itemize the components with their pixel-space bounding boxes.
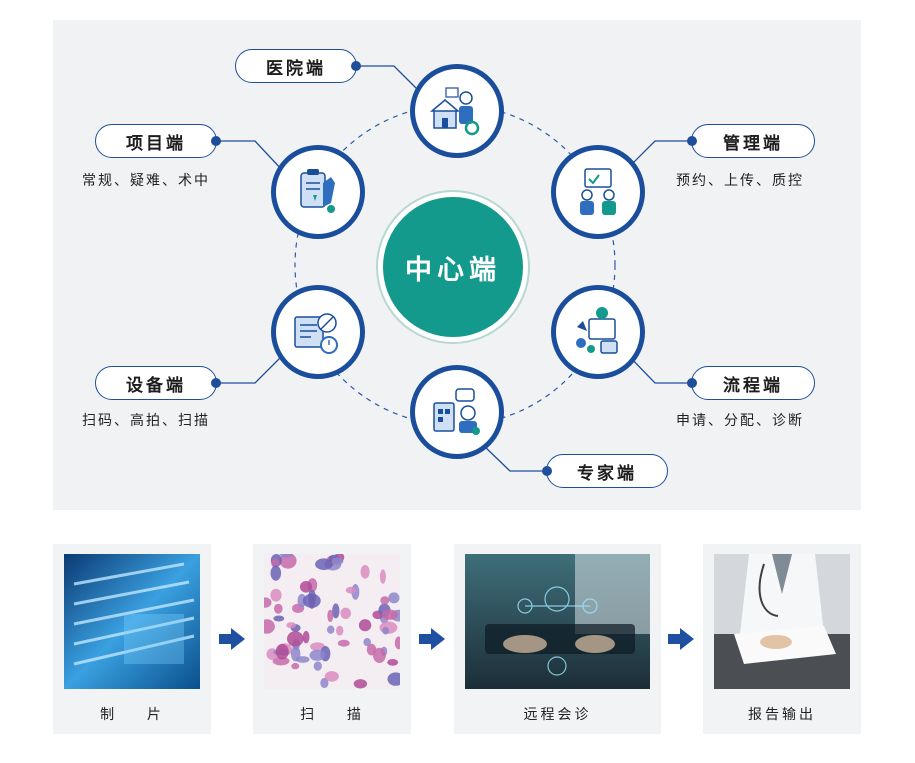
pill-device-dot: [211, 378, 221, 388]
connector-project: [215, 140, 285, 173]
node-device: [271, 285, 365, 379]
pill-management-label: 管理端: [723, 133, 783, 154]
pill-process: 流程端: [687, 366, 815, 400]
center-node: 中心端: [378, 192, 528, 342]
pill-management-dot: [687, 136, 697, 146]
node-process: [551, 285, 645, 379]
pill-process-label: 流程端: [723, 375, 783, 396]
pill-project: 项目端: [95, 124, 221, 158]
pill-expert-label: 专家端: [577, 463, 637, 484]
pill-process-dot: [687, 378, 697, 388]
management-subtitle: 预约、上传、质控: [676, 173, 804, 189]
pill-expert: 专家端: [542, 454, 668, 488]
step-card-slide: 制 片: [53, 544, 211, 734]
device-icon: [294, 313, 338, 354]
step-card-scan: 扫 描: [253, 544, 411, 734]
pill-hospital-label: 医院端: [266, 58, 326, 79]
pill-project-label: 项目端: [126, 133, 186, 154]
scan-cells-photo: [264, 554, 400, 689]
step-label-slide: 制 片: [100, 707, 164, 723]
pill-project-dot: [211, 136, 221, 146]
project-subtitle: 常规、疑难、术中: [82, 173, 210, 189]
arrow-right-icon: [419, 628, 445, 650]
remote-consult-photo: [465, 554, 650, 689]
step-label-consult: 远程会诊: [523, 707, 592, 723]
process-icon: [576, 307, 618, 354]
management-icon: [580, 168, 616, 215]
slide-making-photo: [64, 554, 200, 689]
step-card-report: 报告输出: [703, 544, 861, 734]
pill-device: 设备端: [95, 366, 221, 400]
node-hospital: [410, 64, 504, 158]
connector-device: [215, 352, 286, 384]
hospital-icon: [429, 87, 480, 136]
pill-device-label: 设备端: [126, 375, 186, 396]
node-expert: [410, 365, 504, 459]
connector-process: [625, 352, 693, 384]
step-label-scan: 扫 描: [300, 707, 364, 723]
expert-icon: [433, 388, 480, 435]
connector-hospital: [354, 65, 425, 97]
connector-expert: [482, 444, 549, 472]
device-subtitle: 扫码、高拍、扫描: [82, 413, 210, 429]
pill-hospital: 医院端: [235, 49, 361, 83]
node-management: [551, 145, 645, 239]
pill-hospital-dot: [351, 61, 361, 71]
center-label: 中心端: [405, 254, 501, 286]
node-project: [271, 145, 365, 239]
step-label-report: 报告输出: [748, 707, 816, 723]
arrow-right-icon: [219, 628, 245, 650]
pill-expert-dot: [542, 466, 552, 476]
clipboard-hand-icon: [300, 169, 335, 213]
pill-management: 管理端: [687, 124, 815, 158]
process-subtitle: 申请、分配、诊断: [676, 413, 804, 429]
report-doctor-photo: [714, 554, 850, 689]
step-card-consult: 远程会诊: [454, 544, 661, 734]
arrow-right-icon: [668, 628, 694, 650]
